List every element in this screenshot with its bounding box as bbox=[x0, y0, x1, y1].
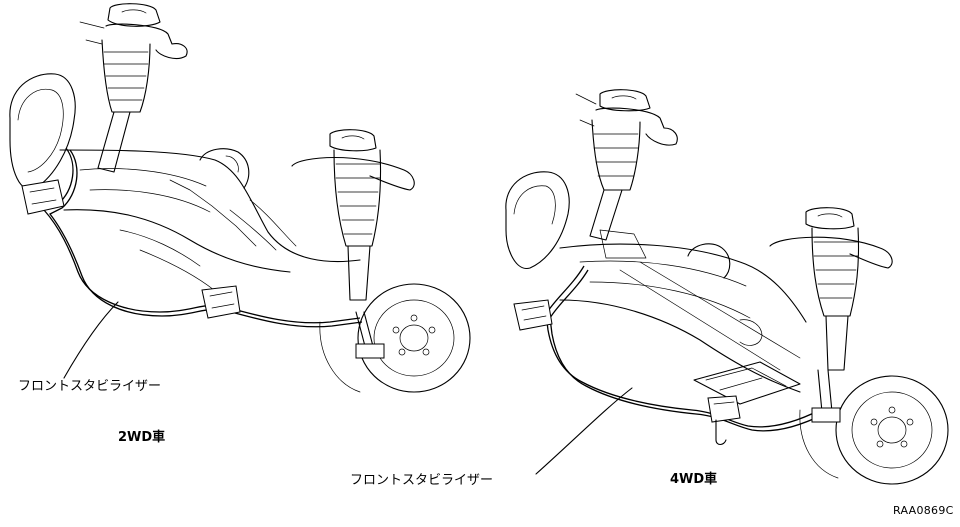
front-stabilizer-bar-4wd bbox=[513, 265, 841, 446]
brake-disc-right-2wd bbox=[319, 283, 471, 393]
callout-leader-2wd bbox=[63, 301, 119, 379]
strut-assembly-right-4wd bbox=[769, 207, 893, 371]
figure-code: RAA0869C bbox=[893, 504, 954, 517]
callout-label-2wd: フロントスタビライザー bbox=[18, 379, 162, 394]
strut-assembly-right-2wd bbox=[291, 129, 415, 301]
front-stabilizer-bar-2wd bbox=[21, 147, 385, 359]
strut-assembly-left-4wd bbox=[575, 89, 678, 241]
callout-label-4wd: フロントスタビライザー bbox=[350, 473, 494, 488]
suspension-2wd-illustration bbox=[9, 3, 471, 393]
suspension-4wd-illustration bbox=[505, 89, 949, 485]
strut-assembly-left-2wd bbox=[79, 3, 188, 173]
variant-label-2wd: 2WD車 bbox=[118, 430, 166, 445]
variant-label-4wd: 4WD車 bbox=[670, 472, 718, 487]
callout-leader-4wd bbox=[535, 387, 633, 475]
brake-disc-right-4wd bbox=[799, 375, 949, 485]
